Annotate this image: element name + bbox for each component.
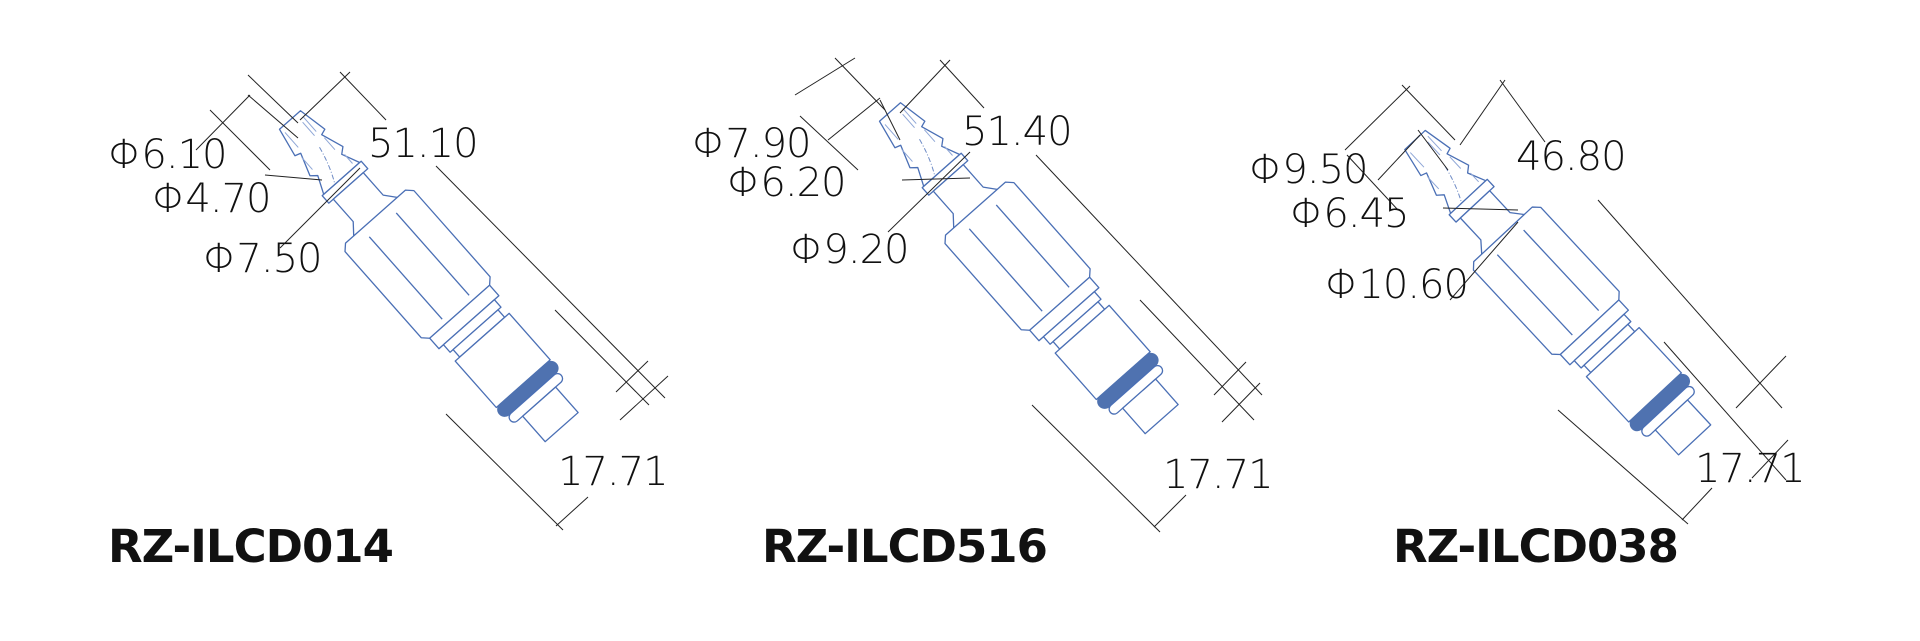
dimension-end-length: 17.71 xyxy=(1695,446,1805,492)
dimension-diameter-3: Φ10.60 xyxy=(1325,262,1468,308)
dimension-overall-length: 51.10 xyxy=(368,121,478,167)
dimension-diameter-1: Φ7.90 xyxy=(692,121,810,167)
drawing-rz-ilcd516: Φ7.90 Φ6.20 Φ9.20 51.40 17.71 RZ-ILCD516 xyxy=(692,57,1274,573)
drawing-rz-ilcd014: Φ6.10 Φ4.70 Φ7.50 51.10 17.71 RZ-ILCD014 xyxy=(108,71,669,573)
dimension-diameter-2: Φ6.45 xyxy=(1290,191,1408,237)
model-label: RZ-ILCD516 xyxy=(762,520,1047,573)
dimension-diameter-2: Φ6.20 xyxy=(727,160,845,206)
dimension-diameter-2: Φ4.70 xyxy=(152,176,270,222)
dimension-diameter-1: Φ9.50 xyxy=(1249,147,1367,193)
dimension-lines xyxy=(1344,79,1789,525)
dimension-end-length: 17.71 xyxy=(1163,452,1273,498)
model-label: RZ-ILCD038 xyxy=(1393,520,1678,573)
dimension-overall-length: 51.40 xyxy=(962,109,1072,155)
dimension-overall-length: 46.80 xyxy=(1516,134,1626,180)
dimension-diameter-1: Φ6.10 xyxy=(108,132,226,178)
dimension-diameter-3: Φ9.20 xyxy=(790,227,908,273)
dimension-diameter-3: Φ7.50 xyxy=(203,236,321,282)
model-label: RZ-ILCD014 xyxy=(108,520,393,573)
dimension-lines xyxy=(195,71,669,531)
drawing-rz-ilcd038: Φ9.50 Φ6.45 Φ10.60 46.80 17.71 RZ-ILCD03… xyxy=(1249,79,1806,573)
dimension-end-length: 17.71 xyxy=(558,449,668,495)
dimension-lines xyxy=(794,57,1263,533)
